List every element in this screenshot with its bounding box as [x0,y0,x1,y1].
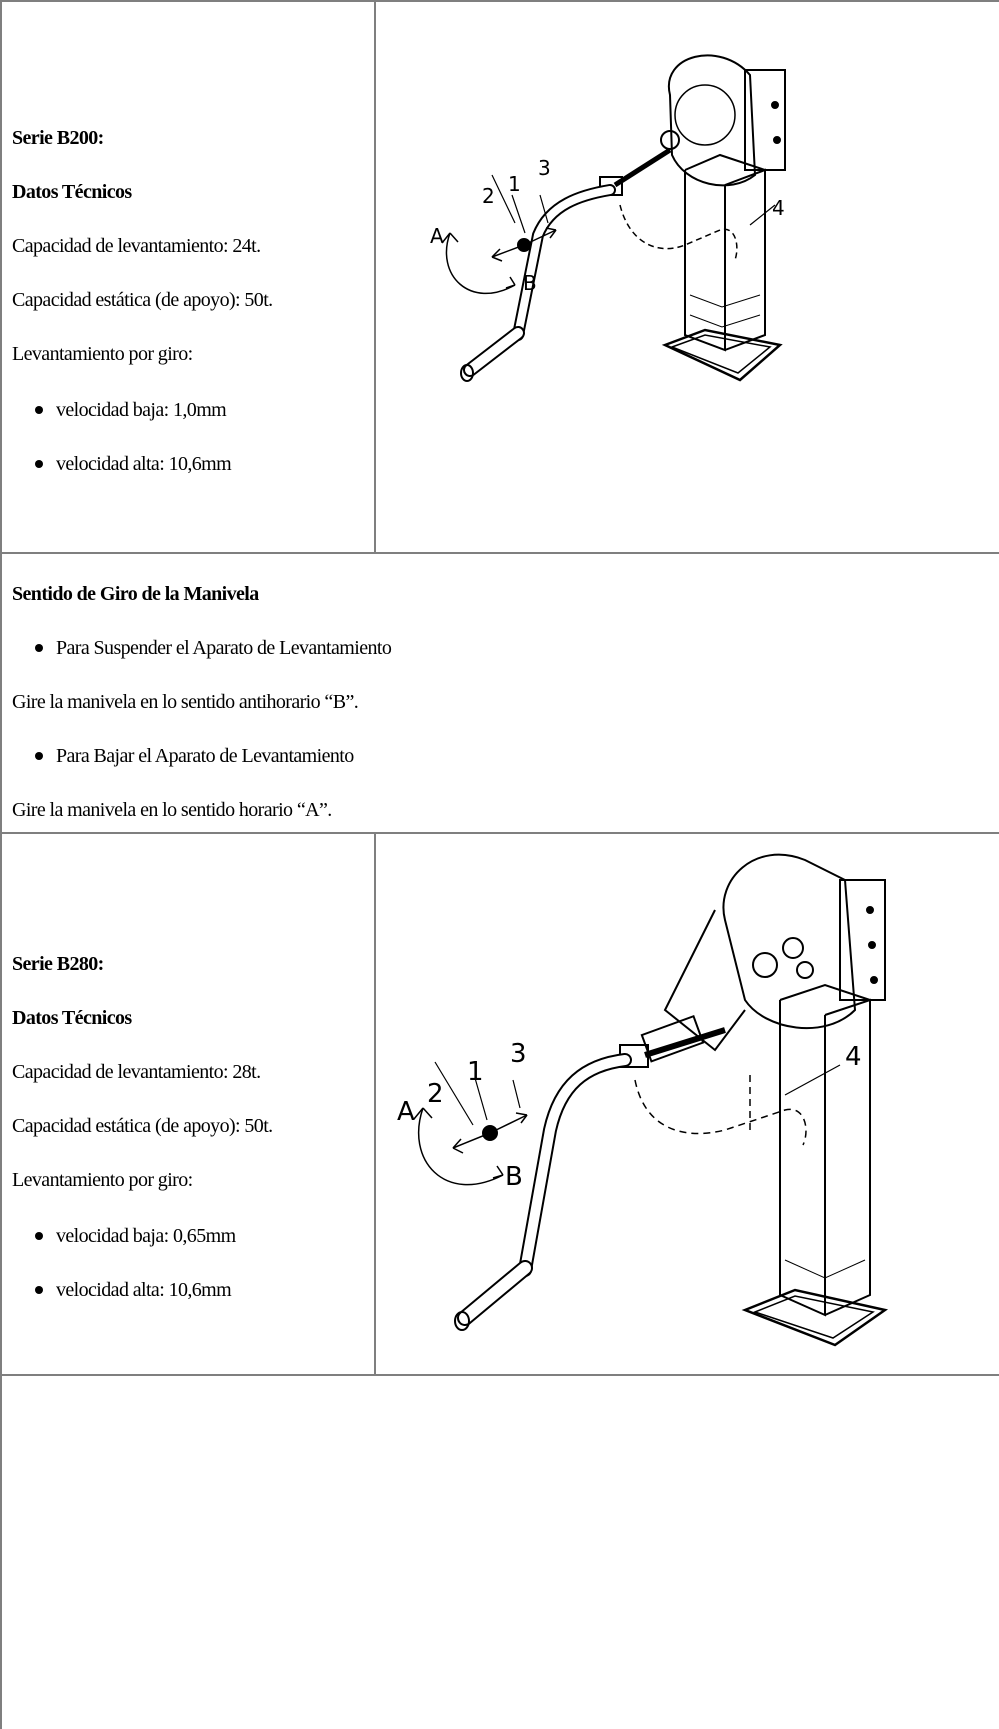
section-title: Serie B200: [12,127,104,149]
label-2: 2 [427,1079,444,1109]
rotation-bullet: Para Bajar el Aparato de Levantamiento [12,744,354,768]
section-title: Serie B280: [12,953,104,975]
label-1: 1 [508,172,521,196]
spec-line: Capacidad de levantamiento: 24t. [12,235,261,257]
table-border-left [0,0,2,1729]
label-4: 4 [845,1042,862,1072]
table-column-divider [374,0,376,552]
table-border-top [0,0,999,2]
label-4: 4 [772,196,785,220]
spec-bullet: velocidad baja: 0,65mm [12,1224,236,1248]
rotation-text: Gire la manivela en lo sentido antihorar… [12,691,359,713]
table-row-divider [0,1374,999,1376]
label-3: 3 [538,156,551,180]
rotation-text: Gire la manivela en lo sentido horario “… [12,799,332,821]
table-column-divider [374,834,376,1374]
section-subtitle: Datos Técnicos [12,181,132,203]
spec-line: Levantamiento por giro: [12,1169,193,1191]
label-b: B [505,1162,523,1192]
rotation-bullet: Para Suspender el Aparato de Levantamien… [12,636,392,660]
jack-figure-b280: A B 1 2 3 4 [397,853,889,1347]
table-row-divider [0,552,999,554]
spec-line: Capacidad de levantamiento: 28t. [12,1061,261,1083]
spec-line: Capacidad estática (de apoyo): 50t. [12,1115,273,1137]
label-1: 1 [467,1057,484,1087]
label-a: A [430,224,444,248]
spec-bullet: velocidad alta: 10,6mm [12,1278,232,1302]
label-3: 3 [510,1039,527,1069]
label-b: B [523,271,537,295]
table-row-divider [0,832,999,834]
spec-bullet: velocidad baja: 1,0mm [12,398,227,422]
label-2: 2 [482,184,495,208]
label-a: A [397,1097,415,1127]
spec-bullet: velocidad alta: 10,6mm [12,452,232,476]
jack-figure-b200: A B 1 2 3 4 [430,54,786,382]
spec-line: Levantamiento por giro: [12,343,193,365]
spec-line: Capacidad estática (de apoyo): 50t. [12,289,273,311]
section-subtitle: Datos Técnicos [12,1007,132,1029]
rotation-title: Sentido de Giro de la Manivela [12,583,259,605]
